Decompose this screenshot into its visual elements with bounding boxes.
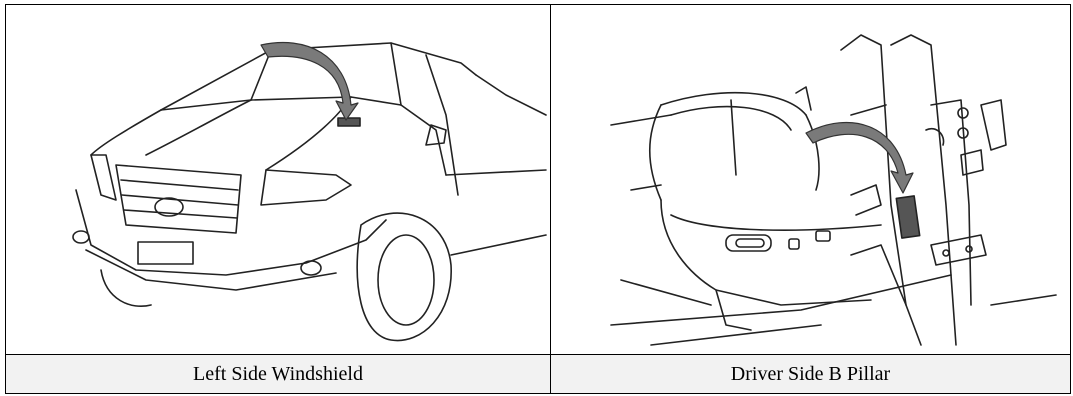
car-front-icon bbox=[6, 5, 550, 354]
car-seat-door-pillar-icon bbox=[551, 5, 1070, 354]
label-location-table: Left Side Windshield Driver Side B Pilla… bbox=[5, 4, 1071, 394]
caption-driver-side-b-pillar: Driver Side B Pillar bbox=[551, 355, 1070, 393]
caption-left-side-windshield: Left Side Windshield bbox=[6, 355, 550, 393]
